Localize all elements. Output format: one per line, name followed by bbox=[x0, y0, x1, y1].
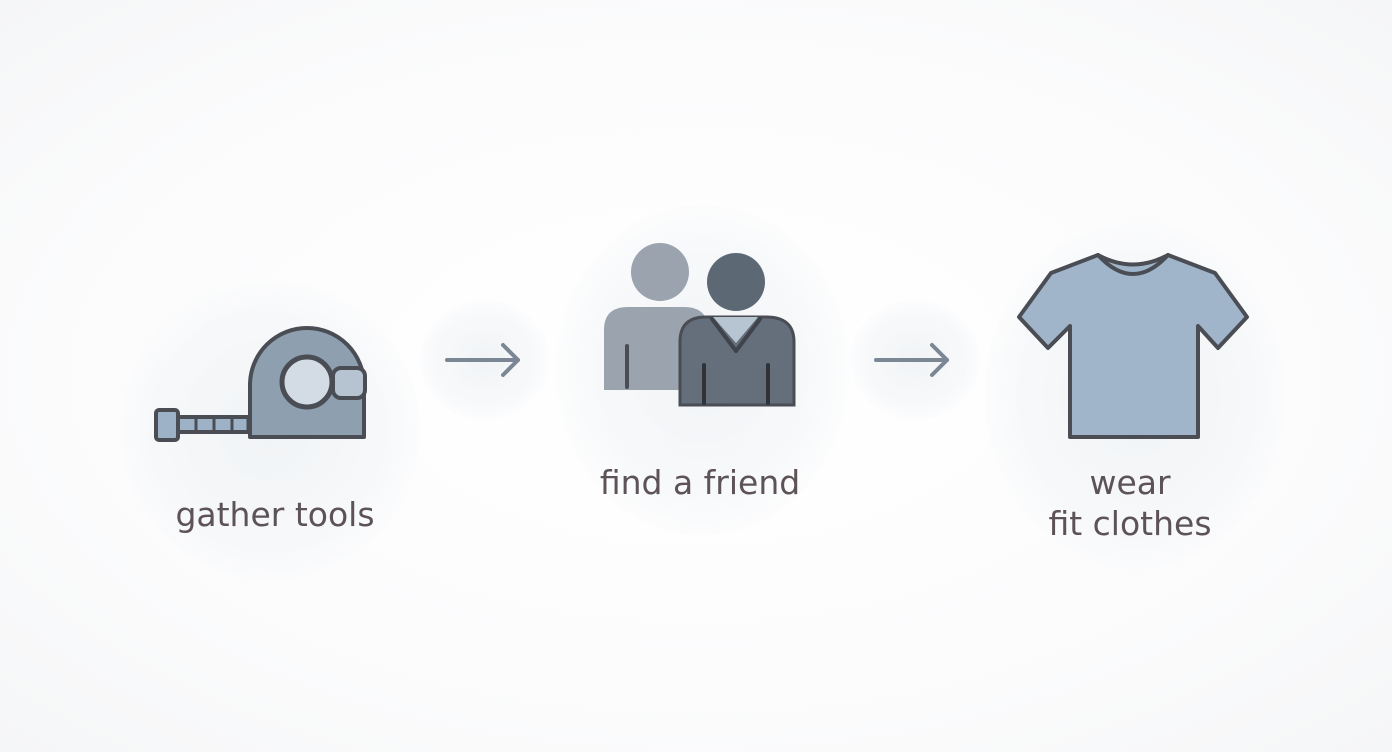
tape-tab bbox=[154, 408, 180, 442]
person-front bbox=[678, 253, 796, 407]
tape-measure-icon bbox=[154, 326, 367, 442]
arrow-right-icon bbox=[445, 343, 520, 377]
t-shirt-icon bbox=[1017, 253, 1249, 439]
step-1-label: gather tools bbox=[175, 495, 375, 534]
tape-button bbox=[331, 366, 367, 400]
shirt-collar bbox=[1096, 253, 1170, 276]
step-3-label-line-2: fit clothes bbox=[1048, 504, 1212, 543]
two-people-icon bbox=[604, 243, 796, 407]
step-2-label: find a friend bbox=[599, 463, 801, 502]
tape-reel bbox=[279, 354, 335, 410]
step-3-label: wear fit clothes bbox=[975, 462, 1285, 544]
arrow-right-icon bbox=[874, 343, 949, 377]
step-3-label-line-1: wear bbox=[1089, 463, 1171, 502]
shirt-body bbox=[1017, 253, 1249, 439]
